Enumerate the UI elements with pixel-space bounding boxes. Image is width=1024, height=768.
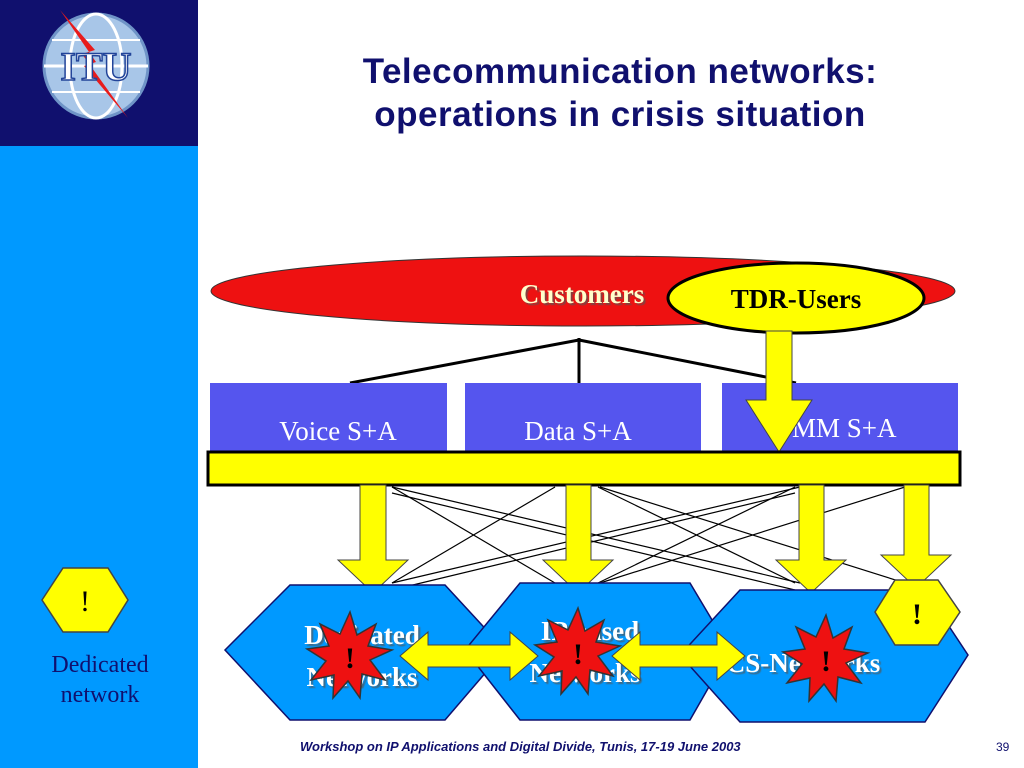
legend-line-1: Dedicated xyxy=(51,652,149,678)
logo-text: ITU xyxy=(60,44,131,89)
title-line-1: Telecommunication networks: xyxy=(362,52,878,91)
link-arrow-ip-cs xyxy=(611,630,746,682)
dedicated-marker-symbol: ! xyxy=(912,598,922,631)
tdr-users-ellipse xyxy=(666,261,926,335)
access-bar xyxy=(206,450,962,487)
customer-connector-lines xyxy=(349,338,797,385)
alert-burst-ip xyxy=(532,605,623,697)
slide-title: Telecommunication networks: operations i… xyxy=(240,50,1000,136)
arrow-to-cs xyxy=(774,484,848,594)
mesh-lines xyxy=(391,486,906,591)
legend-label: Dedicated network xyxy=(30,650,170,710)
page-number: 39 xyxy=(996,740,1010,754)
arrow-to-dedicated xyxy=(336,484,410,594)
service-box-voice xyxy=(210,383,447,453)
service-label-data: Data S+A xyxy=(524,416,632,446)
service-box-data xyxy=(465,383,701,453)
legend-line-2: network xyxy=(60,682,140,708)
logo-panel: ITU xyxy=(0,0,198,146)
arrow-to-dedicated-right xyxy=(879,484,953,589)
link-arrow-dedicated-ip xyxy=(399,630,539,682)
service-label-voice: Voice S+A xyxy=(279,416,397,446)
alert-symbol-cs: ! xyxy=(821,645,831,678)
dedicated-marker-hexagon xyxy=(874,579,961,646)
alert-symbol-dedicated: ! xyxy=(345,642,355,675)
legend-symbol: ! xyxy=(80,585,90,618)
itu-logo: ITU xyxy=(42,10,150,120)
alert-burst-cs xyxy=(780,612,871,704)
alert-symbol-ip: ! xyxy=(573,638,583,671)
customers-label: Customers xyxy=(520,279,644,309)
alert-bursts xyxy=(304,605,871,704)
alert-burst-dedicated xyxy=(304,609,395,701)
title-line-2: operations in crisis situation xyxy=(374,95,866,134)
tdr-down-arrow xyxy=(745,330,813,453)
tdr-users-label: TDR-Users xyxy=(731,284,861,314)
legend-hexagon xyxy=(41,567,129,633)
footer-text: Workshop on IP Applications and Digital … xyxy=(300,739,741,754)
arrow-to-ip xyxy=(541,484,615,594)
